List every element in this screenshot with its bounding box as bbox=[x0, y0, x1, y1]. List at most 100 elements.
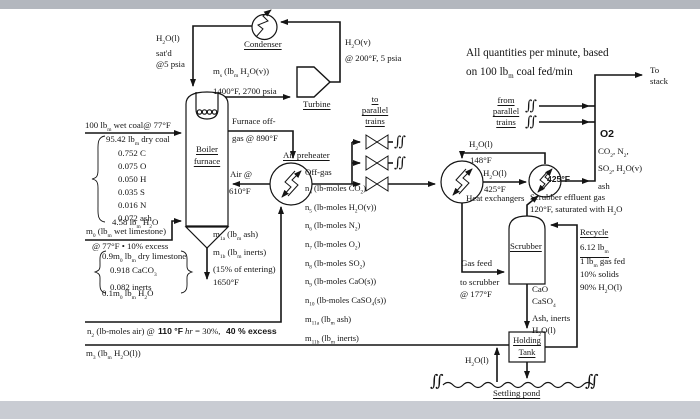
gas-feed-line bbox=[461, 203, 505, 275]
holding-tank-vessel bbox=[508, 331, 546, 363]
recycle-solids-label: 10% solids bbox=[580, 269, 619, 279]
humidity-label: hr = 30%, bbox=[185, 326, 221, 336]
pipe-break-icon: ∬ bbox=[394, 134, 406, 150]
pond-water-label: H2O(l) bbox=[465, 355, 489, 368]
excess-air-annotation: 40 % excess bbox=[226, 326, 277, 336]
settling-pond-surface bbox=[442, 381, 594, 389]
hx-cold-water-label: H2O(l) bbox=[469, 139, 493, 152]
air-preheater-label: Air preheater bbox=[283, 150, 330, 160]
heat-exchangers-label: Heat exchangers bbox=[466, 193, 525, 203]
flow-lines bbox=[85, 19, 643, 382]
boiler-steam-tube bbox=[195, 92, 219, 120]
turbine-exhaust-line bbox=[280, 19, 341, 83]
furnace-offgas-label-2: gas @ 890°F bbox=[232, 133, 278, 143]
stack-line bbox=[589, 72, 643, 182]
offgas-label: Off-gas bbox=[305, 167, 332, 177]
scrubber-label: Scrubber bbox=[510, 241, 542, 251]
limestone-feed-label: m0 (lbm wet limestone) bbox=[86, 226, 167, 239]
boiler-coil bbox=[196, 109, 203, 115]
o2-annotation: O2 bbox=[600, 128, 615, 140]
offgas-components-label: n4 (lb-moles CO2)n5 (lb-moles H2O(v))n6 … bbox=[305, 183, 387, 346]
air-temp-annotation: 110 °F bbox=[158, 326, 183, 336]
coal-brace bbox=[91, 135, 106, 223]
recycle-label: Recycle bbox=[580, 227, 609, 237]
preheater-zigzag-icon bbox=[281, 170, 296, 198]
valve-icon bbox=[365, 155, 378, 171]
furnace-offgas-label-1: Furnace off- bbox=[232, 116, 276, 126]
air-temp-label-1: Air @ bbox=[230, 169, 253, 179]
valve-icon bbox=[376, 134, 389, 150]
pipe-break-icon: ∬ bbox=[394, 155, 406, 171]
hx-right-zigzag-icon bbox=[541, 168, 553, 191]
hx-left-zigzag-icon bbox=[458, 168, 473, 195]
hx-hot-temp-label: 425°F bbox=[484, 184, 506, 194]
gas-feed-label-2: to scrubber@ 177°F bbox=[460, 277, 500, 299]
recycle-ratio-numerator: 6.12 lbm bbox=[580, 242, 609, 258]
turbine-symbol bbox=[296, 66, 332, 98]
limestone-conditions-label: @ 77°F • 10% excess bbox=[92, 241, 169, 251]
hx-left-zigzag-icon bbox=[452, 168, 467, 196]
coal-water-label: 4.58 lbm H2O bbox=[112, 217, 159, 230]
pipe-break-icon: ∬ bbox=[430, 371, 444, 390]
pipe-break-icon: ∬ bbox=[525, 98, 537, 114]
furnace-offgas-line bbox=[228, 130, 296, 159]
boiler-cone bbox=[184, 226, 230, 249]
coal-feed-label: 100 lbm wet coal@ 77°F bbox=[85, 120, 171, 133]
recycle-water-label: 90% H2O(l) bbox=[580, 282, 623, 295]
valve-icon bbox=[365, 176, 378, 192]
preheater-zigzag-icon bbox=[287, 170, 302, 197]
water-148-line bbox=[459, 151, 546, 164]
condensate-label: H2O(l)sat'd@5 psia bbox=[156, 33, 185, 69]
hx-right-zigzag-icon bbox=[537, 170, 549, 193]
boiler-coil bbox=[211, 109, 218, 115]
effluent-line bbox=[526, 195, 539, 216]
boiler-coil bbox=[206, 109, 213, 115]
air-feed-label: n2 (lb-moles air) @ bbox=[87, 326, 155, 339]
turbine-label: Turbine bbox=[303, 99, 331, 109]
recycle-line bbox=[545, 222, 578, 348]
valve-icon bbox=[376, 155, 389, 171]
dry-coal-label: 95.42 lbm dry coal bbox=[106, 134, 170, 147]
hx-hot-water-label: H2O(l) bbox=[483, 168, 507, 181]
settling-pond-label: Settling pond bbox=[493, 388, 541, 398]
steam-stream-label: ms (lbm H2O(v))1400°F, 2700 psia bbox=[213, 66, 277, 96]
pipe-break-icon: ∬ bbox=[585, 371, 599, 390]
dry-limestone-label: 0.9m0 lbm dry limestone bbox=[102, 251, 187, 264]
turbine-exhaust-label: H2O(v)@ 200°F, 5 psia bbox=[345, 37, 402, 64]
limestone-feed-line bbox=[85, 218, 182, 241]
condenser-zigzag-icon bbox=[255, 9, 272, 38]
heat-exchanger-right-symbol bbox=[528, 164, 562, 198]
valve-icon bbox=[376, 176, 389, 192]
condensate-line bbox=[190, 25, 252, 87]
condenser-symbol bbox=[251, 13, 278, 41]
limestone-water-label: 0.1m0 lbm H2O bbox=[102, 288, 154, 301]
condenser-label: Condenser bbox=[244, 39, 282, 49]
scrubber-vessel bbox=[508, 215, 546, 285]
boiler-vessel bbox=[185, 91, 229, 227]
air-temp-label-2: 610°F bbox=[229, 186, 251, 196]
top-border-bar bbox=[0, 0, 700, 9]
limestone-brace-close bbox=[180, 250, 194, 294]
boiler-coil bbox=[201, 109, 208, 115]
reheat-temp-annotation: 425°F bbox=[547, 174, 571, 184]
m3-water-label: m3 (lbm H2O(l)) bbox=[86, 348, 141, 361]
pipe-break-icon: ∬ bbox=[525, 114, 537, 130]
recycle-ratio-denominator: 1 lbm gas fed bbox=[580, 256, 626, 269]
air-feed-line bbox=[85, 206, 284, 323]
valve-icon bbox=[365, 134, 378, 150]
bottom-border-bar bbox=[0, 401, 700, 419]
stack-composition-label: CO2, N2,SO2, H2O(v)ash bbox=[598, 146, 643, 191]
limestone-brace-open bbox=[93, 250, 107, 294]
hx-cold-temp-label: 148°F bbox=[470, 155, 492, 165]
